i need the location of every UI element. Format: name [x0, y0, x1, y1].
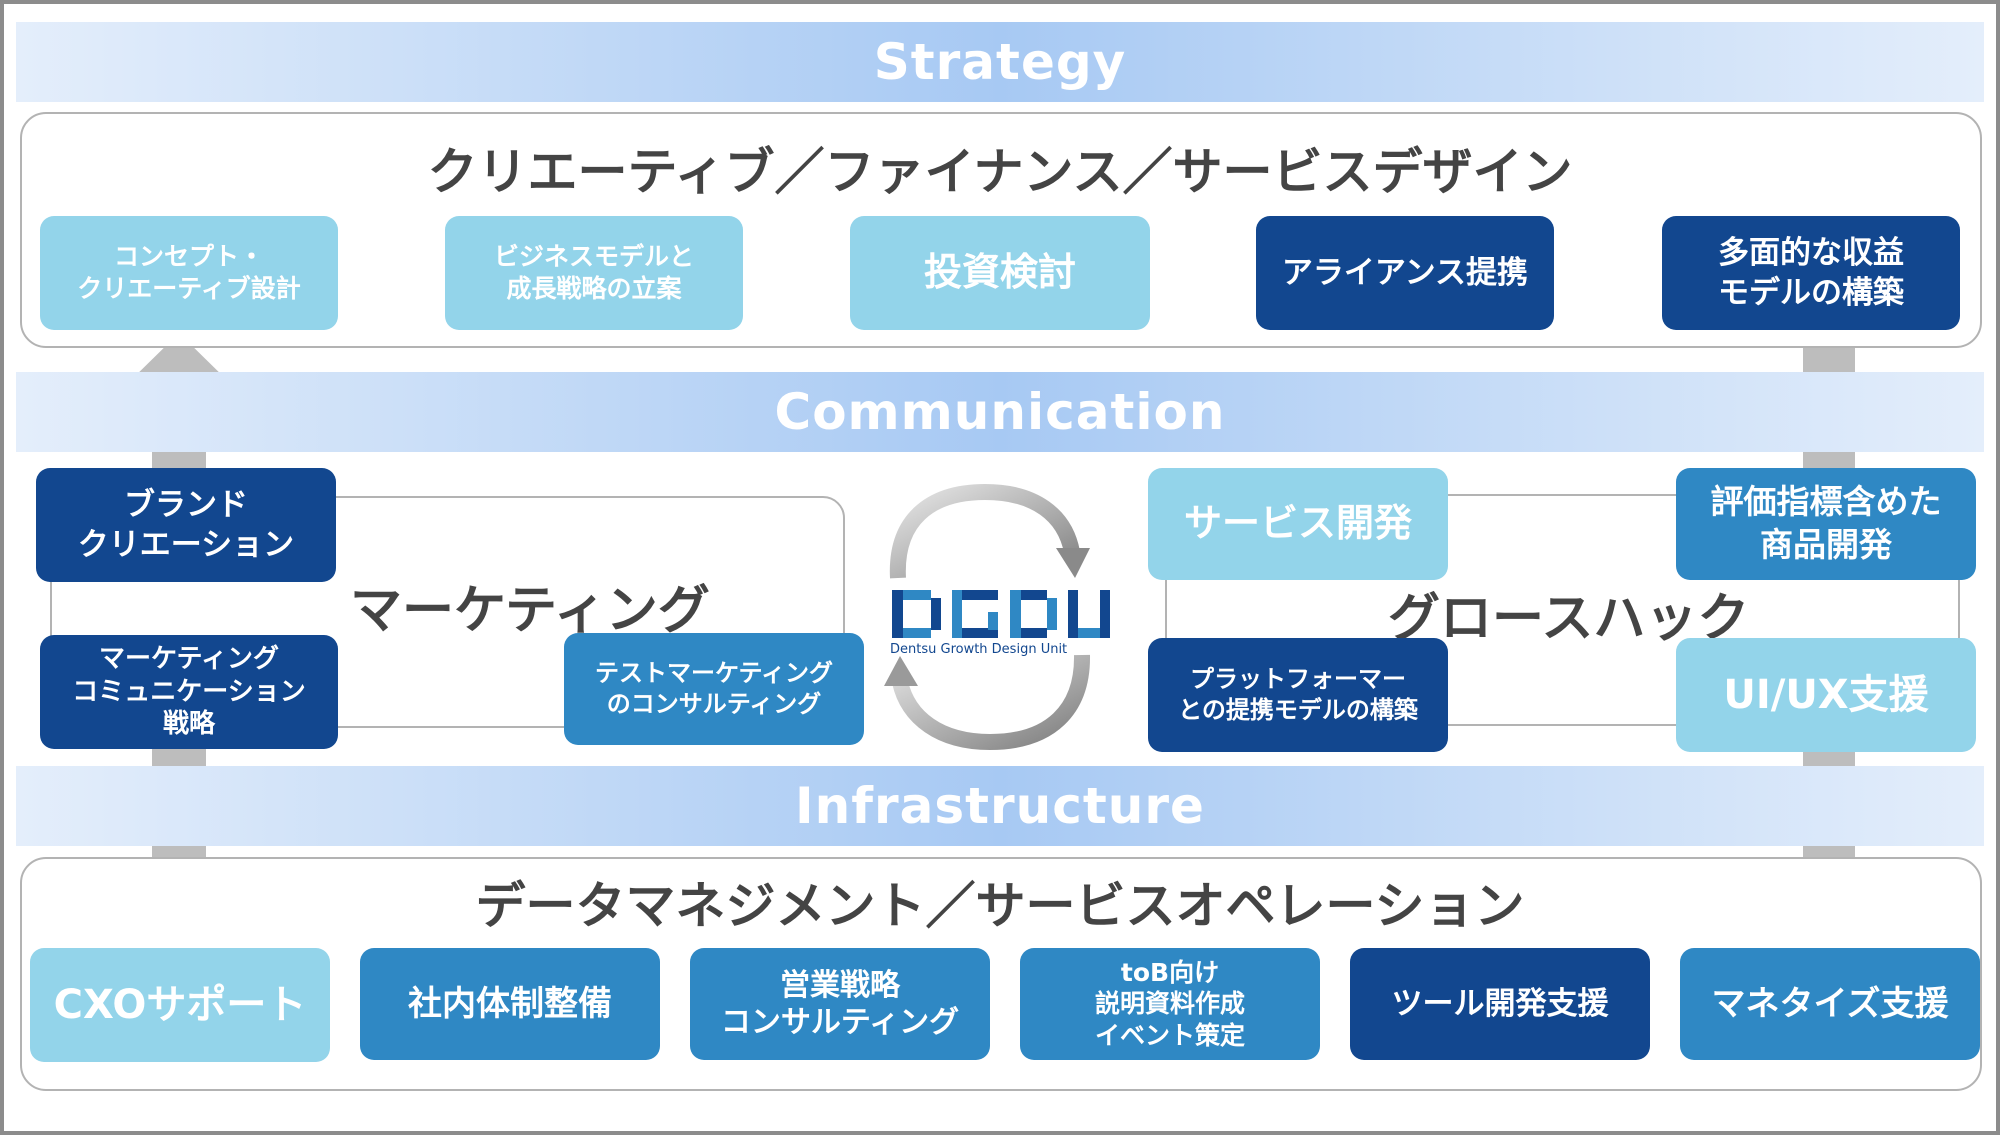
- logo-letter-g-left: [952, 590, 962, 638]
- cycle-arc-top: [889, 483, 1080, 579]
- logo-subtitle: Dentsu Growth Design Unit: [890, 642, 1068, 657]
- logo-letter-d2-top: [1021, 590, 1047, 600]
- logo-letter-g-top: [962, 590, 998, 600]
- tile-service-development: サービス開発: [1148, 468, 1448, 580]
- logo-letter-d2-right: [1047, 598, 1057, 630]
- logo-letter-u-right: [1100, 590, 1110, 638]
- logo-letter-d2-bottom: [1021, 628, 1047, 638]
- logo-letter-d2-vert: [1010, 590, 1021, 638]
- logo-letter-u-bottom: [1078, 628, 1102, 638]
- infra-section-title: データマネジメント／サービスオペレーション: [475, 877, 1525, 935]
- tile-sales-strategy-consulting: 営業戦略 コンサルティング: [690, 948, 990, 1060]
- infrastructure-band: Infrastructure: [16, 766, 1984, 846]
- tile-tool-development-support: ツール開発支援: [1350, 948, 1650, 1060]
- tile-cxo-support: CXOサポート: [30, 948, 330, 1062]
- tile-marketing-communication-strategy: マーケティング コミュニケーション 戦略: [40, 635, 338, 749]
- marketing-section-title: マーケティング: [350, 581, 710, 641]
- logo-letter-g-right: [988, 612, 998, 630]
- tile-ui-ux-support: UI/UX支援: [1676, 638, 1976, 752]
- logo-letter-u-left: [1068, 590, 1078, 638]
- infrastructure-band-label: Infrastructure: [795, 777, 1205, 835]
- logo-letter-d-right: [931, 598, 941, 630]
- logo-letter-d-top: [903, 590, 931, 600]
- tile-monetize-support: マネタイズ支援: [1680, 948, 1980, 1060]
- logo-letter-d-vert: [892, 590, 903, 638]
- communication-band: Communication: [16, 372, 1984, 452]
- strategy-section-title: クリエーティブ／ファイナンス／サービスデザイン: [427, 143, 1573, 201]
- cycle-arc-bottom: [892, 654, 1091, 751]
- tile-internal-structure: 社内体制整備: [360, 948, 660, 1060]
- cycle-arrowhead-bottom: [884, 656, 918, 686]
- tile-alliance-partnership: アライアンス提携: [1256, 216, 1554, 330]
- tile-multi-revenue-model: 多面的な収益 モデルの構築: [1662, 216, 1960, 330]
- logo-letter-g-bottom: [962, 628, 998, 638]
- infra-section-box: [20, 857, 1982, 1091]
- communication-band-label: Communication: [774, 383, 1226, 441]
- tile-test-marketing-consulting: テストマーケティング のコンサルティング: [564, 633, 864, 745]
- tile-concept-creative-design: コンセプト・ クリエーティブ設計: [40, 216, 338, 330]
- tile-brand-creation: ブランド クリエーション: [36, 468, 336, 582]
- strategy-band: Strategy: [16, 22, 1984, 102]
- cycle-arrowhead-top: [1056, 548, 1090, 578]
- logo-letter-d-bottom: [903, 628, 931, 638]
- strategy-band-label: Strategy: [873, 33, 1127, 91]
- tile-platformer-partnership-model: プラットフォーマー との提携モデルの構築: [1148, 638, 1448, 752]
- tile-tob-materials-events: toB向け 説明資料作成 イベント策定: [1020, 948, 1320, 1060]
- tile-product-development-with-metrics: 評価指標含めた 商品開発: [1676, 468, 1976, 580]
- tile-business-model-growth-strategy: ビジネスモデルと 成長戦略の立案: [445, 216, 743, 330]
- tile-investment-review: 投資検討: [850, 216, 1150, 330]
